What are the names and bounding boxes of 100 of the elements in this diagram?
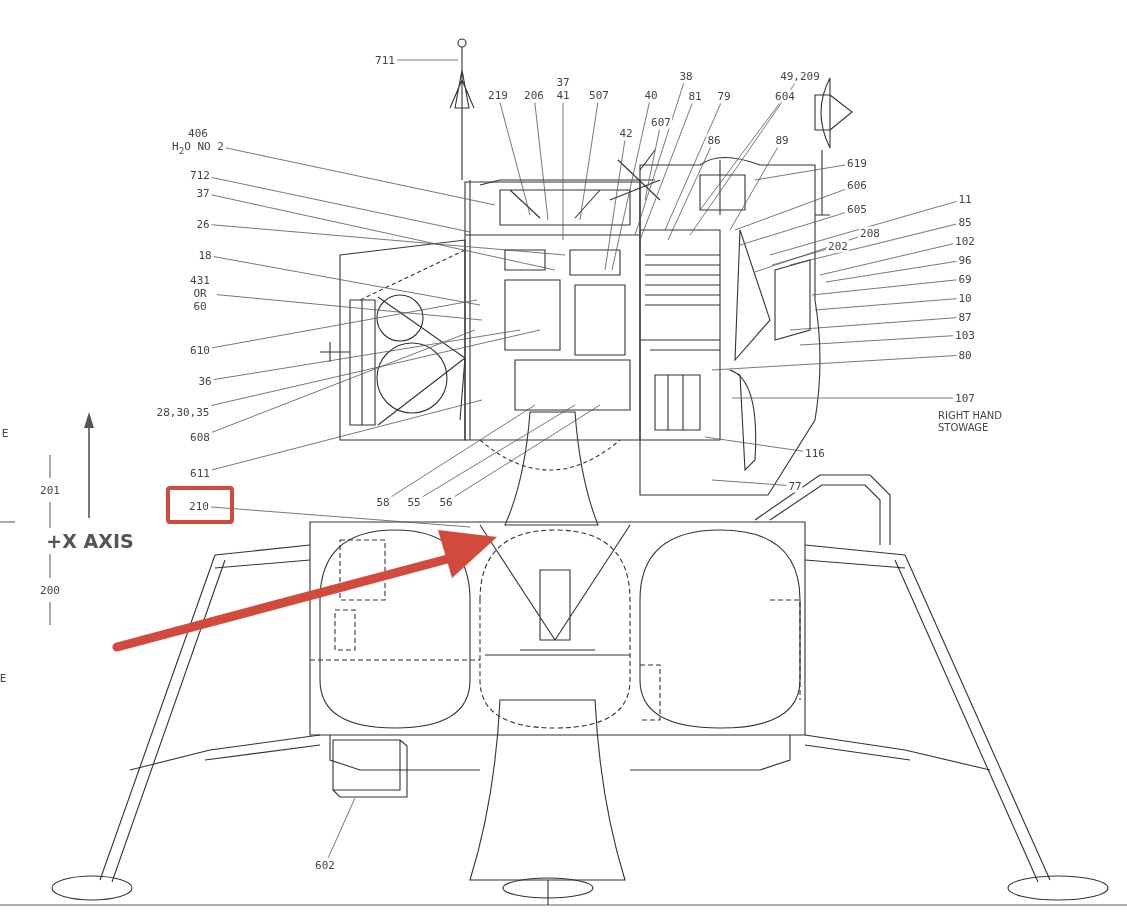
callout-number: 86 [706,133,722,147]
leader-line [819,243,954,276]
leader-line [667,147,711,241]
leader-line [789,317,957,331]
callout-number: 604 [774,89,796,103]
leader-line [769,201,957,256]
callout-number: 103 [954,328,976,342]
cut-off-text: E [1,426,9,440]
leader-line [634,83,684,236]
leader-line [396,59,459,61]
leader-line [391,404,536,497]
callout-number: 40 [643,88,659,102]
callout-number: 89 [774,133,790,147]
callout-number: 79 [716,89,732,103]
callout-note: H$_{2}$O NO 2 [172,140,224,157]
callout-number: 507 [588,88,610,102]
callout-number: 608 [189,430,211,444]
axis-label: +X AXIS [46,530,134,552]
leader-line [754,236,859,273]
callout-number: 711 [374,53,396,67]
leader-line [211,194,556,271]
callout-number: 219 [487,88,509,102]
leader-line [789,223,957,266]
callout-number: 42 [618,126,634,140]
callout-number: 116 [804,446,826,460]
callout-number: 406 [187,127,209,141]
leader-line [825,260,957,283]
leader-line [739,212,846,246]
leader-line [454,404,601,497]
leader-line [211,299,478,349]
leader-line [734,189,846,231]
leader-line [689,83,796,236]
dimension-label: 201 [40,483,60,497]
leader-line [327,797,356,858]
callout-number: 69 [957,272,973,286]
callout-number: 85 [957,215,973,229]
callout-number: 38 [678,69,694,83]
callout-number: 58 [375,495,391,509]
leader-line [216,294,483,321]
callout-number: 36 [197,374,213,388]
callout-number: 10 [957,291,973,305]
callout-number: 77 [787,479,803,493]
leader-line [213,329,521,380]
leader-line [211,224,566,256]
callout-note: 41 [556,89,570,102]
leader-line [579,102,599,221]
cut-off-text: E [0,671,7,685]
leader-line [211,399,483,471]
callout-number: 619 [846,156,868,170]
callout-number: 607 [650,115,672,129]
leader-line [211,329,541,406]
leader-line [799,335,954,346]
callout-number: 202 [827,239,849,253]
dimension-label: 200 [40,583,60,597]
callout-number: 208 [859,226,881,240]
callout-number: 602 [314,858,336,872]
leader-line [699,103,780,211]
callout-number: 606 [846,178,868,192]
callout-number: 56 [438,495,454,509]
leader-line [534,102,549,221]
leader-line [729,147,779,231]
callout-number: 18 [197,248,213,262]
leader-line [213,256,481,306]
callout-number: 81 [687,89,703,103]
callout-number: 610 [189,343,211,357]
callout-number: 26 [195,217,211,231]
note-text: RIGHT HAND STOWAGE [938,410,1003,434]
leader-line [664,103,722,231]
leader-line [814,298,957,311]
leader-line [562,102,564,241]
callout-number: 28,30,35 [155,405,211,419]
leader-line [704,436,804,452]
leader-line [754,164,846,181]
leader-line [711,355,957,371]
leader-line [644,129,660,201]
leader-line [639,103,693,241]
leader-line [811,279,957,296]
leader-line [604,140,626,271]
leader-line [499,102,531,216]
callout-number: 80 [957,348,973,362]
leader-line [711,479,787,486]
callout-number: 87 [957,310,973,324]
leader-line [771,249,827,266]
leader-line [611,102,650,271]
callout-number: 712 [189,168,211,182]
leader-line [211,177,471,233]
callout-number: 55 [406,495,422,509]
callout-number: 605 [846,202,868,216]
callout-number: 107 [954,391,976,405]
leader-line [225,147,496,206]
callout-number: 37 [195,186,211,200]
callout-number: 210 [188,499,210,513]
callout-number: 206 [523,88,545,102]
callout-number: 96 [957,253,973,267]
callout-number: 102 [954,234,976,248]
callout-number: 611 [189,466,211,480]
callout-number: 37 [556,76,570,89]
callout-number: 49,209 [779,69,821,83]
leader-line [211,329,476,433]
leader-line [210,506,471,528]
